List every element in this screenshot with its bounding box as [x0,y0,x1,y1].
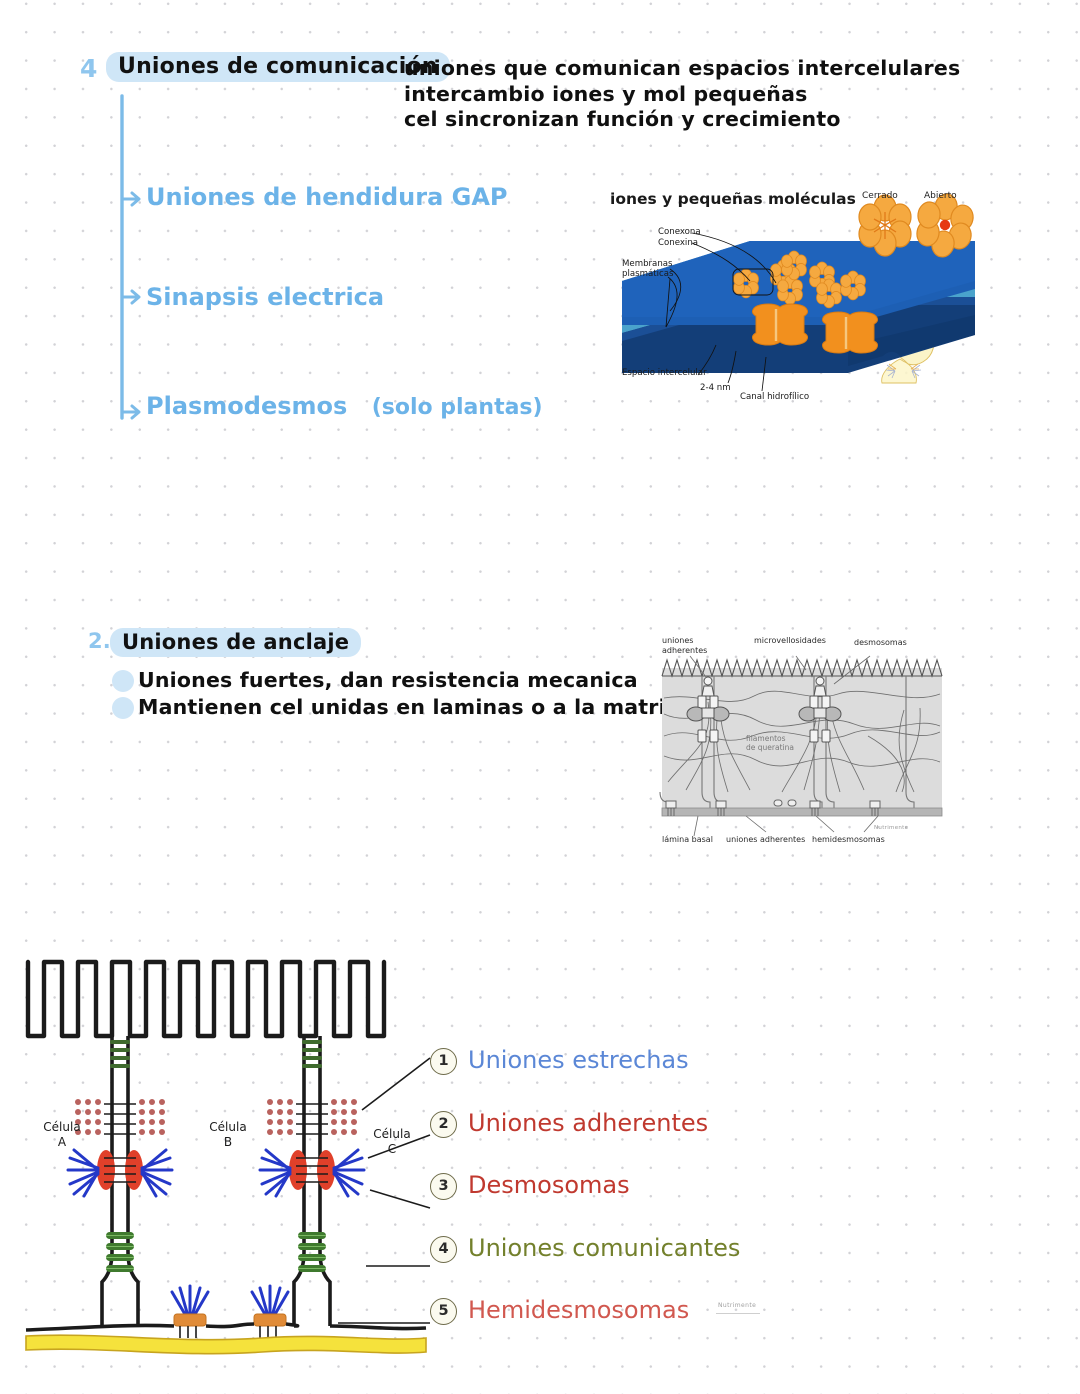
section-2-bullet-1: Uniones fuertes, dan resistencia mecanic… [138,668,638,692]
epithelium-diagram: uniones adherentes microvellosidades des… [658,632,946,854]
basal-lamina [25,1334,427,1355]
legend-number-5: 5 [430,1298,457,1325]
label-membranas-plasmaticas: Membranas plasmáticas [622,259,674,279]
cell-label-a: Célula A [43,1120,81,1149]
sub-item-gap-junction: Uniones de hendidura GAP [146,183,508,211]
label-uniones-adherentes-top: uniones adherentes [662,636,708,655]
label-hemidesmosomas: hemidesmosomas [812,835,885,844]
legend-item: 1 Uniones estrechas [430,1043,760,1106]
bullet-dot-icon [112,697,134,719]
connexon-cluster [733,250,866,309]
label-espacio-intercelular: Espacio intercelular [622,368,707,378]
connexon-open [916,193,974,258]
legend-item: 4 Uniones comunicantes [430,1231,760,1294]
sub-item-plasmodesmata-wrap: Plasmodesmos (solo plantas) [146,392,543,420]
sub-item-electrical-synapse: Sinapsis electrica [146,283,385,311]
gap-junction-illustration [622,193,975,392]
section-1-description: uniones que comunican espacios intercelu… [404,56,961,131]
label-desmosomas: desmosomas [854,638,907,647]
cell-label-b: Célula B [209,1120,247,1149]
legend-number-4: 4 [430,1235,457,1263]
gap-junction-diagram: iones y pequeñas moléculas [600,185,992,417]
section-2-title-wrap: Uniones de anclaje [110,628,362,657]
sub-item-plasmodesmata-note: (solo plantas) [371,395,543,420]
legend-number-3: 3 [430,1173,457,1200]
bracket-connector [120,94,141,420]
label-conexina: Conexina [658,238,699,248]
epithelium-illustration [659,655,943,837]
leader-lines [665,232,777,392]
label-lamina-basal: lámina basal [662,835,713,844]
hemidesmosome-marks [170,1284,290,1338]
junction-types-illustration [25,959,427,1355]
connexon-closed [858,194,912,257]
adherens-junction-marks [75,1099,357,1135]
connexon-closed-caption: Cerrado [862,191,898,201]
section-2-title: Uniones de anclaje [110,628,362,657]
sub-item-plasmodesmata: Plasmodesmos [146,392,348,420]
section-1-title-wrap: Uniones de comunicación [106,52,450,82]
legend-label-uniones-comunicantes: Uniones comunicantes [468,1233,741,1262]
junction-diagram-watermark: Nutrimente [718,1302,757,1309]
section-1-number: 4 [80,54,98,83]
label-2-4-nm: 2-4 nm [700,383,731,393]
label-canal-hidrofilico: Canal hidrofílico [740,392,810,402]
tight-junction-marks [110,1040,322,1068]
desmosome-marks [66,1148,366,1198]
legend-number-2: 2 [430,1110,457,1138]
legend-leader-lines [338,1057,431,1324]
legend-number-1: 1 [430,1048,457,1075]
section-2-number: 2. [88,629,111,653]
legend-label-uniones-estrechas: Uniones estrechas [468,1046,689,1074]
bullet-dot-icon [112,670,134,692]
gap-diagram-title: iones y pequeñas moléculas [610,190,856,208]
legend-item: 2 Uniones adherentes [430,1106,760,1169]
junction-plaques [686,676,842,743]
label-uniones-adherentes-bottom: uniones adherentes [726,835,806,844]
gap-junction-marks [106,1232,326,1272]
junction-legend: 1 Uniones estrechas 2 Uniones adherentes… [430,1043,760,1356]
hydrophilic-channels [752,303,878,354]
section-1-title: Uniones de comunicación [106,52,450,82]
label-conexona: Conexona [658,227,701,237]
legend-label-hemidesmosomas: Hemidesmosomas [468,1296,690,1324]
connexon-open-caption: Abierto [924,191,957,201]
epithelium-watermark: Nutrimente [874,825,909,831]
label-filamentos-queratina: filamentos de queratina [746,734,794,752]
legend-item: 5 Hemidesmosomas [430,1293,760,1356]
legend-label-desmosomas: Desmosomas [468,1171,630,1199]
label-microvellosidades: microvellosidades [754,636,826,645]
watermark-rule [716,1313,760,1314]
legend-label-uniones-adherentes: Uniones adherentes [468,1108,709,1137]
section-2-bullet-2: Mantienen cel unidas en laminas o a la m… [138,695,678,719]
legend-item: 3 Desmosomas [430,1168,760,1231]
junction-types-diagram: Célula A Célula B Célula C [22,952,432,1360]
